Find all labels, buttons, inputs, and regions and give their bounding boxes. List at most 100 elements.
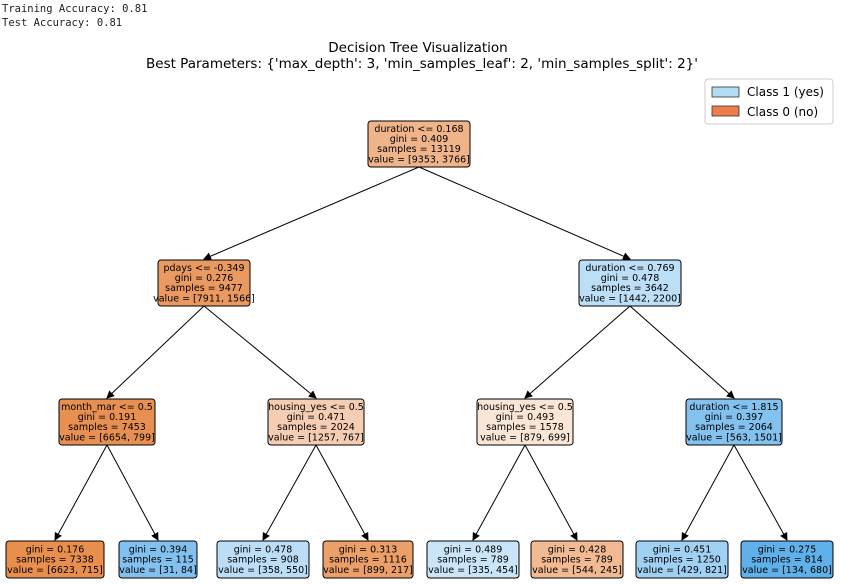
- node-text-line: samples = 7338: [16, 555, 94, 566]
- node-text-line: gini = 0.451: [653, 544, 712, 555]
- node-text-line: value = [879, 699]: [480, 432, 570, 443]
- edge-n4-n10: [315, 444, 369, 541]
- node-text-line: value = [899, 217]: [323, 565, 413, 576]
- node-text-line: samples = 9477: [165, 283, 243, 294]
- node-text-line: gini = 0.471: [287, 412, 346, 423]
- legend: Class 1 (yes) Class 0 (no): [704, 78, 834, 125]
- legend-swatch-class-0: [711, 105, 740, 117]
- tree-edges: [54, 166, 788, 541]
- node-box: [426, 540, 520, 579]
- node-text-line: gini = 0.397: [705, 412, 764, 423]
- node-box: [578, 259, 682, 307]
- node-text-line: samples = 13119: [377, 144, 461, 155]
- edge-n0-n2: [418, 166, 631, 260]
- legend-label-class-1: Class 1 (yes): [747, 85, 824, 99]
- node-text-line: housing_yes <= 0.5: [477, 402, 573, 413]
- edge-n0-n1: [203, 166, 420, 260]
- diagram-subtitle: Best Parameters: {'max_depth': 3, 'min_s…: [146, 56, 698, 72]
- node-text-line: gini = 0.275: [758, 544, 817, 555]
- node-text-line: value = [1442, 2200]: [579, 293, 681, 304]
- node-text-line: pdays <= -0.349: [163, 263, 244, 274]
- edge-n2-n5: [524, 305, 631, 399]
- node-text-line: gini = 0.313: [339, 544, 398, 555]
- node-box: [476, 398, 574, 446]
- node-text-line: samples = 789: [541, 555, 613, 566]
- node-text-line: duration <= 0.769: [585, 263, 674, 274]
- node-text-line: value = [134, 680]: [742, 565, 832, 576]
- node-box: [5, 540, 105, 579]
- diagram-title: Decision Tree Visualization: [328, 40, 507, 56]
- node-text-line: gini = 0.489: [444, 544, 503, 555]
- node-text-line: gini = 0.478: [234, 544, 293, 555]
- node-box: [685, 398, 783, 446]
- node-text-line: value = [563, 1501]: [686, 432, 782, 443]
- node-box: [530, 540, 624, 579]
- node-text-line: month_mar <= 0.5: [61, 402, 153, 413]
- node-text-line: samples = 2064: [695, 422, 773, 433]
- node-box: [635, 540, 729, 579]
- node-text-line: samples = 115: [122, 555, 194, 566]
- node-text-line: gini = 0.176: [26, 544, 85, 555]
- node-text-line: gini = 0.428: [548, 544, 607, 555]
- node-text-line: samples = 789: [437, 555, 509, 566]
- node-text-line: value = [7911, 1566]: [153, 293, 255, 304]
- node-text-line: value = [6654, 799]: [59, 432, 155, 443]
- edge-n5-n12: [524, 444, 578, 541]
- node-text-line: duration <= 1.815: [689, 402, 778, 413]
- node-text-line: gini = 0.493: [496, 412, 555, 423]
- node-text-line: samples = 1250: [643, 555, 721, 566]
- node-text-line: value = [9353, 3766]: [368, 154, 470, 165]
- node-text-line: gini = 0.276: [175, 273, 234, 284]
- node-text-line: value = [1257, 767]: [268, 432, 364, 443]
- node-text-line: value = [429, 821]: [637, 565, 727, 576]
- node-text-line: samples = 908: [227, 555, 299, 566]
- node-text-line: samples = 3642: [591, 283, 669, 294]
- node-box: [58, 398, 156, 446]
- node-text-line: samples = 2024: [277, 422, 355, 433]
- edge-n1-n4: [203, 305, 317, 399]
- node-text-line: value = [358, 550]: [218, 565, 308, 576]
- edge-n2-n6: [629, 305, 735, 399]
- node-text-line: duration <= 0.168: [374, 124, 463, 135]
- node-text-line: samples = 1578: [486, 422, 564, 433]
- node-text-line: samples = 1116: [329, 555, 407, 566]
- node-box: [216, 540, 310, 579]
- legend-label-class-0: Class 0 (no): [747, 105, 818, 119]
- node-text-line: gini = 0.409: [390, 134, 449, 145]
- node-text-line: gini = 0.191: [78, 412, 137, 423]
- edge-n6-n14: [733, 444, 788, 541]
- node-box: [267, 398, 365, 446]
- legend-swatch-class-1: [711, 86, 740, 98]
- edge-n6-n13: [681, 444, 735, 541]
- edge-n3-n8: [106, 444, 159, 541]
- node-text-line: value = [6623, 715]: [7, 565, 103, 576]
- node-box: [157, 259, 251, 307]
- node-text-line: housing_yes <= 0.5: [268, 402, 364, 413]
- edge-n1-n3: [106, 305, 205, 399]
- node-text-line: samples = 814: [751, 555, 823, 566]
- node-text-line: gini = 0.394: [129, 544, 188, 555]
- edge-n3-n7: [54, 444, 108, 541]
- node-box: [367, 120, 471, 168]
- edge-n5-n11: [472, 444, 526, 541]
- node-box: [740, 540, 834, 579]
- node-text-line: value = [335, 454]: [428, 565, 518, 576]
- training-accuracy-text: Training Accuracy: 0.81: [2, 3, 148, 15]
